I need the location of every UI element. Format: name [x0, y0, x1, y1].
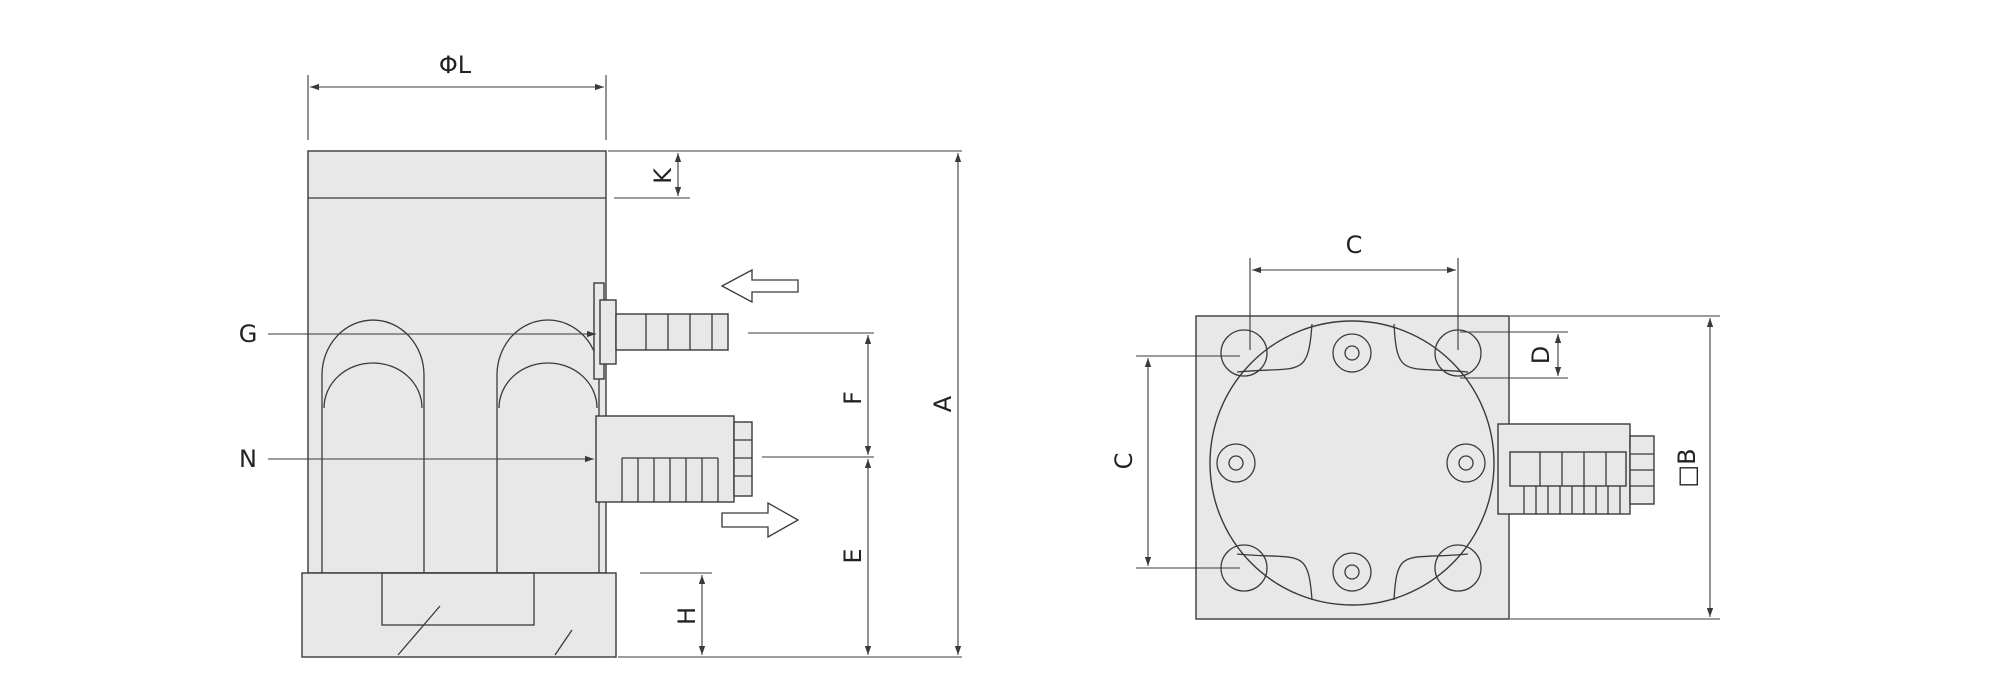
base-inner-recess — [381, 572, 535, 626]
label-c-left: C — [1110, 453, 1138, 470]
label-h: H — [673, 607, 701, 625]
bolt-left — [1216, 443, 1256, 483]
side-view: ΦL K A F E H — [239, 51, 962, 658]
exhaust-muffler — [595, 415, 753, 503]
dim-d — [1460, 331, 1568, 379]
label-n: N — [239, 445, 257, 473]
inlet-fitting — [593, 282, 729, 380]
dim-h — [640, 572, 712, 655]
lobe-bottom-left — [1236, 553, 1313, 601]
bolt-right — [1446, 443, 1486, 483]
top-view: C C D □B — [1110, 231, 1720, 620]
label-d: D — [1527, 346, 1555, 364]
label-b: □B — [1673, 448, 1701, 487]
dim-k — [608, 150, 962, 199]
base-break-line-1 — [397, 605, 441, 656]
base-break-line-2 — [554, 629, 573, 656]
dim-c-left — [1136, 355, 1240, 569]
dim-c-top — [1249, 258, 1459, 350]
dim-b — [1510, 315, 1720, 620]
bolt-bottom — [1332, 552, 1372, 592]
dim-phi-l — [307, 75, 607, 140]
piston-left — [321, 319, 425, 573]
mount-hole-bottom-right — [1434, 544, 1482, 592]
dim-f — [748, 332, 874, 458]
round-body — [1209, 320, 1495, 606]
lobe-top-right — [1393, 323, 1469, 373]
label-phi-l: ΦL — [439, 51, 472, 79]
base-block — [301, 572, 617, 658]
label-f: F — [839, 391, 867, 405]
exhaust-flow-arrow — [721, 501, 800, 539]
bolt-top — [1332, 333, 1372, 373]
lobe-top-left — [1236, 323, 1313, 373]
label-c-top: C — [1346, 231, 1363, 259]
cylinder-body — [307, 150, 607, 574]
dim-a — [618, 153, 962, 658]
label-k: K — [649, 167, 677, 184]
label-g: G — [239, 320, 258, 348]
side-connector — [1497, 423, 1655, 515]
label-a: A — [929, 395, 957, 412]
label-e: E — [839, 548, 867, 563]
lobe-bottom-right — [1393, 553, 1469, 601]
mount-hole-top-left — [1220, 329, 1268, 377]
inlet-flow-arrow — [720, 268, 799, 304]
